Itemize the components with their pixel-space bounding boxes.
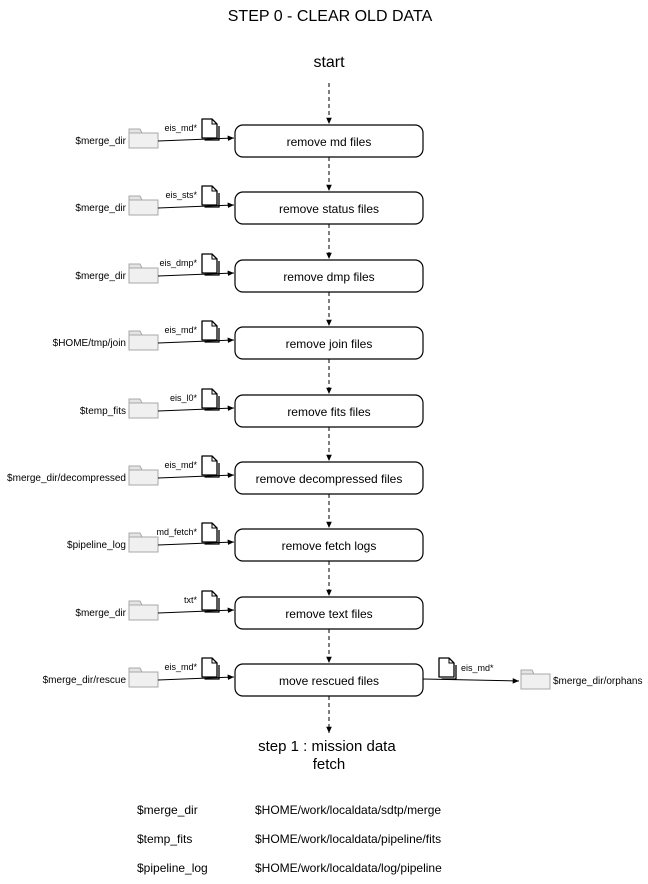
file-pattern-label: txt* <box>184 595 198 605</box>
source-folder-label: $merge_dir <box>75 136 126 147</box>
input-arrow <box>157 135 235 142</box>
source-folder-label: $merge_dir/rescue <box>43 675 127 686</box>
process-label: remove dmp files <box>283 270 374 284</box>
process-label: remove decompressed files <box>256 472 403 486</box>
process-label: remove text files <box>285 607 372 621</box>
folder-icon <box>128 465 159 486</box>
start-label: start <box>313 54 345 71</box>
process-label: remove fetch logs <box>282 539 377 553</box>
file-pattern-label: eis_md* <box>164 325 197 335</box>
folder-icon <box>128 398 159 419</box>
file-pattern-label: eis_md* <box>164 123 197 133</box>
source-folder-label: $merge_dir <box>75 203 126 214</box>
document-icon <box>201 657 220 680</box>
file-pattern-label: eis_sts* <box>165 190 197 200</box>
source-folder-label: $merge_dir <box>75 271 126 282</box>
input-arrow <box>157 607 235 614</box>
process-label: remove status files <box>279 202 379 216</box>
document-icon <box>201 185 220 208</box>
orphans-folder-icon <box>520 669 551 690</box>
source-folder-label: $pipeline_log <box>67 540 126 551</box>
process-label: remove fits files <box>287 405 370 419</box>
end-label-line-2: fetch <box>313 756 346 773</box>
process-label: remove md files <box>287 135 372 149</box>
output-pattern-label: eis_md* <box>461 663 494 673</box>
document-icon <box>438 657 457 680</box>
file-pattern-label: eis_dmp* <box>159 258 197 268</box>
input-arrow <box>157 405 235 412</box>
input-arrow <box>157 270 235 277</box>
document-icon <box>201 118 220 141</box>
document-icon <box>201 590 220 613</box>
folder-icon <box>128 600 159 621</box>
document-icon <box>201 253 220 276</box>
source-folder-label: $HOME/tmp/join <box>53 338 126 349</box>
folder-icon <box>128 667 159 688</box>
source-folder-label: $merge_dir <box>75 608 126 619</box>
file-pattern-label: eis_l0* <box>170 393 198 403</box>
document-icon <box>201 320 220 343</box>
input-arrow <box>157 202 235 209</box>
end-label-line-1: step 1 : mission data <box>258 738 396 755</box>
folder-icon <box>128 128 159 149</box>
source-folder-label: $temp_fits <box>80 406 126 417</box>
input-arrow <box>157 674 235 681</box>
input-arrow <box>157 337 235 344</box>
process-label: remove join files <box>286 337 373 351</box>
document-icon <box>201 455 220 478</box>
folder-icon <box>128 263 159 284</box>
input-arrow <box>157 472 235 479</box>
target-folder-label: $merge_dir/orphans <box>553 676 643 687</box>
document-icon <box>201 388 220 411</box>
file-pattern-label: eis_md* <box>164 662 197 672</box>
file-pattern-label: eis_md* <box>164 460 197 470</box>
file-pattern-label: md_fetch* <box>156 527 197 537</box>
folder-icon <box>128 195 159 216</box>
output-arrow <box>422 678 520 684</box>
source-folder-label: $merge_dir/decompressed <box>7 473 126 484</box>
input-arrow <box>157 539 235 546</box>
folder-icon <box>128 532 159 553</box>
diagram-title: STEP 0 - CLEAR OLD DATA <box>228 8 433 25</box>
document-icon <box>201 522 220 545</box>
end-label: step 1 : mission data fetch <box>258 738 400 773</box>
folder-icon <box>128 330 159 351</box>
process-label: move rescued files <box>279 674 379 688</box>
